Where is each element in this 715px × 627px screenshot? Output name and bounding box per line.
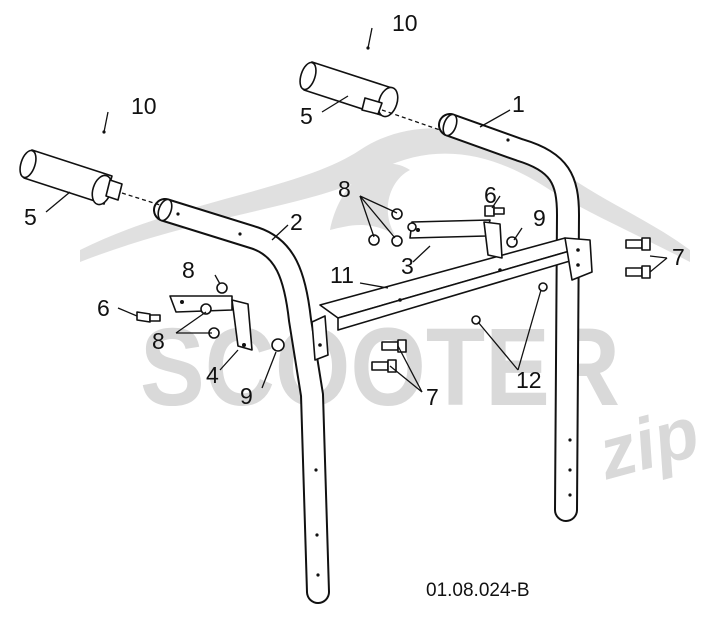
callout-3: 3 <box>401 253 414 279</box>
nuts-and-washers <box>200 208 548 352</box>
callout-4: 4 <box>206 362 219 388</box>
callout-8-top: 8 <box>338 176 351 202</box>
leader-lines <box>45 95 668 393</box>
callout-10-right: 10 <box>392 10 418 36</box>
left-grip <box>19 149 161 206</box>
callout-12: 12 <box>516 367 542 393</box>
callout-8-left-bottom: 8 <box>152 328 165 354</box>
callout-11: 11 <box>330 262 354 288</box>
bolts-right-pair <box>625 237 651 279</box>
cable-tie-left <box>102 111 109 134</box>
bolt-top-right <box>484 205 505 217</box>
callout-2: 2 <box>290 209 303 235</box>
drawing-code: 01.08.024-B <box>426 580 530 601</box>
callout-6-right: 6 <box>484 182 497 208</box>
callout-5-left: 5 <box>24 204 37 230</box>
callout-labels: 1 2 3 4 5 5 6 6 7 7 8 8 8 9 9 10 10 11 1… <box>24 10 685 410</box>
callout-9-right: 9 <box>533 205 546 231</box>
callout-8-left-top: 8 <box>182 257 195 283</box>
cable-tie-right <box>366 27 373 50</box>
bolt-left <box>136 311 161 323</box>
left-bracket <box>169 295 253 351</box>
callout-1: 1 <box>512 91 525 117</box>
right-handle-tube <box>438 113 580 522</box>
callout-10-left: 10 <box>131 93 157 119</box>
right-grip <box>299 61 441 131</box>
callout-9-left: 9 <box>240 383 253 409</box>
watermark-flame <box>330 163 410 235</box>
callout-5-right: 5 <box>300 103 313 129</box>
left-handle-tube <box>153 198 330 604</box>
right-bracket <box>409 219 503 259</box>
cross-bar <box>311 237 593 361</box>
callout-7-right: 7 <box>672 244 685 270</box>
bolts-center-pair <box>371 339 407 373</box>
callout-7-center: 7 <box>426 384 439 410</box>
callout-6-left: 6 <box>97 295 110 321</box>
